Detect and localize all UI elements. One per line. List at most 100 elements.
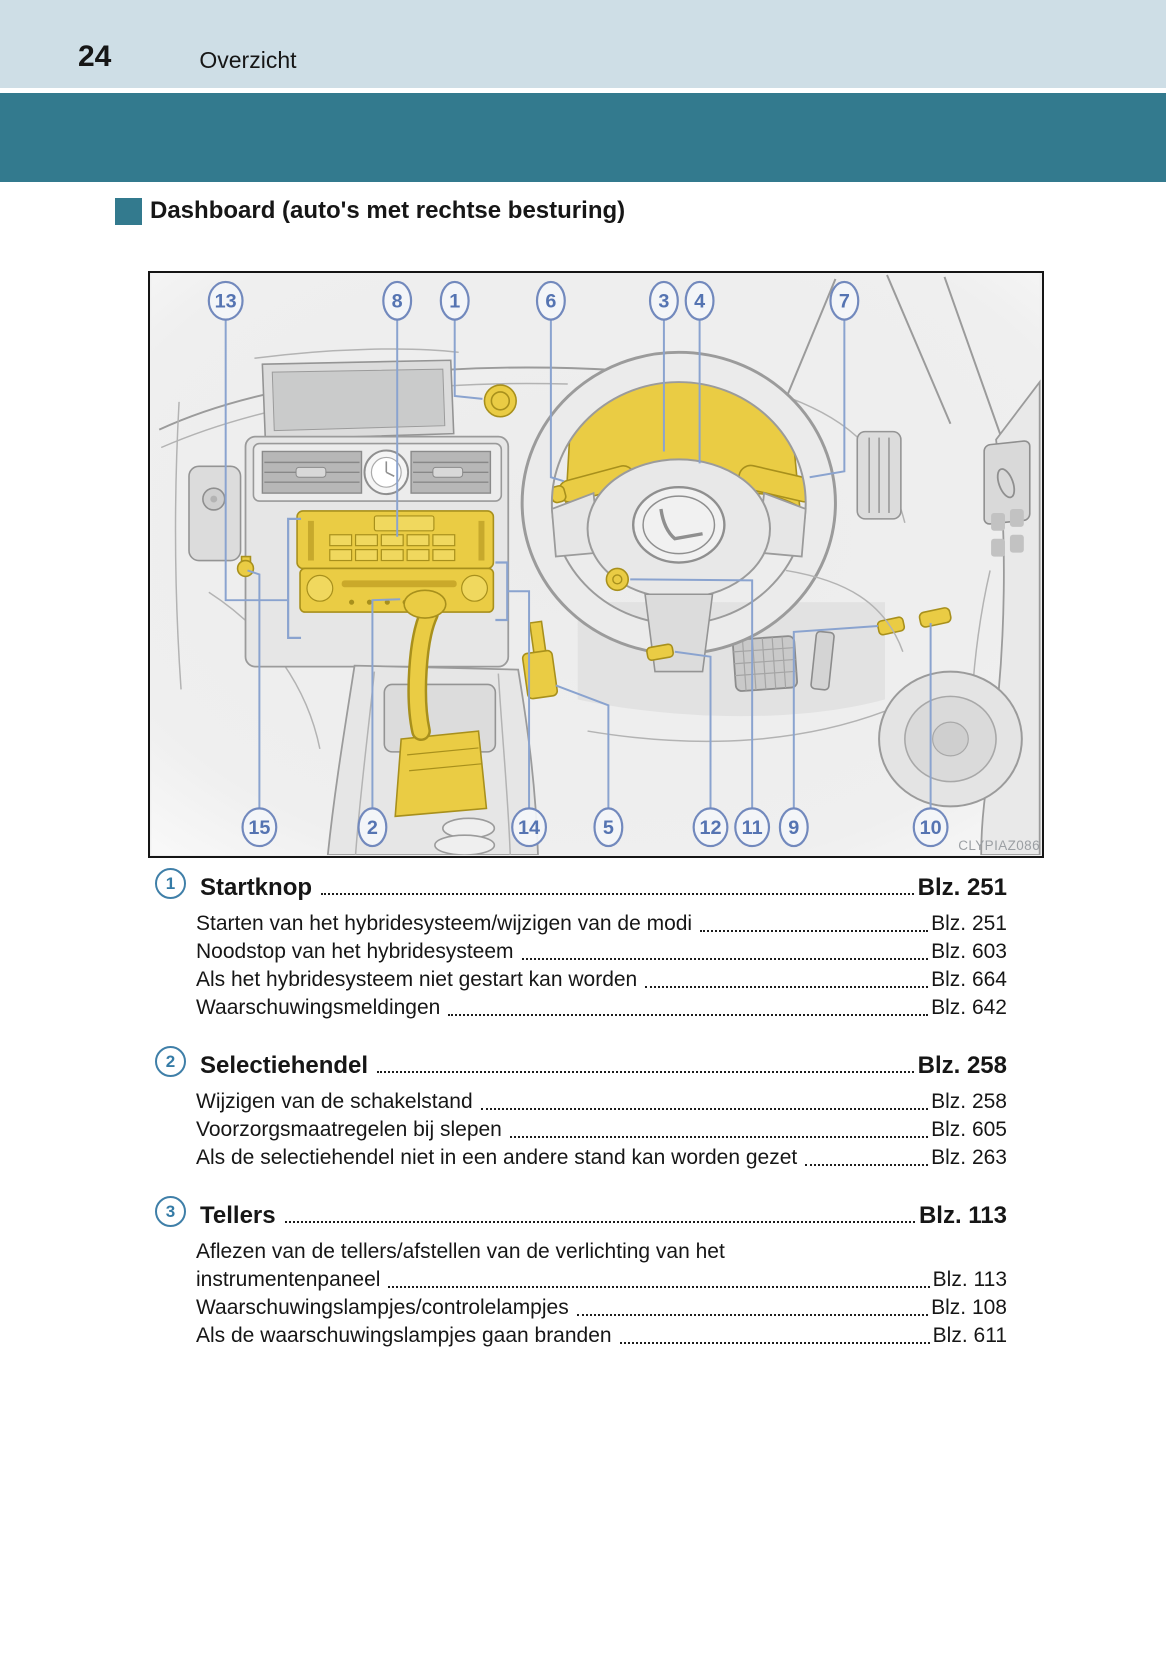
figure-code: CLYPIAZ086: [958, 838, 1040, 853]
shift-lever-highlight: [394, 589, 488, 818]
dot-leader: [284, 1221, 915, 1223]
callout-8: 8: [382, 280, 413, 537]
chapter-title: Overzicht: [199, 46, 297, 73]
analog-clock: [363, 449, 410, 496]
svg-text:2: 2: [367, 817, 378, 839]
side-air-vent: [856, 430, 902, 520]
chapter-color-band: [0, 93, 1166, 182]
accelerator-pedal: [810, 630, 835, 691]
item-number-badge: 2: [155, 1046, 186, 1077]
callout-3: 3: [648, 280, 679, 452]
brake-pedal: [732, 635, 798, 692]
callout-10: 10: [912, 622, 949, 848]
door-speaker: [878, 670, 1023, 808]
toc-sub-entry: Aflezen van de tellers/afstellen van de …: [196, 1240, 725, 1263]
dot-leader: [645, 986, 929, 988]
page-ref: Blz. 664: [931, 968, 1007, 991]
knee-bolster-line: [785, 569, 904, 652]
callout-13: 13: [207, 280, 288, 602]
section-heading-title: Dashboard (auto's met rechtse besturing): [150, 197, 626, 224]
callout-1: 1: [439, 280, 483, 400]
toc-head: 1 Startknop Blz. 251: [155, 868, 1007, 901]
item-number-badge: 3: [155, 1196, 186, 1227]
toc-sub-entry: Als het hybridesysteem niet gestart kan …: [155, 966, 1007, 994]
toc-sub-entry: Noodstop van het hybridesysteem Blz. 603: [155, 938, 1007, 966]
svg-text:14: 14: [518, 817, 540, 839]
toc-sub-entry: instrumentenpaneel Blz. 113: [155, 1266, 1007, 1294]
callout-11: 11: [630, 578, 771, 848]
page-ref: Blz. 603: [931, 940, 1007, 963]
callout-7: 7: [809, 280, 860, 479]
toc-title: Selectiehendel: [200, 1051, 369, 1079]
callout-9: 9: [778, 624, 879, 848]
callout-2: 2: [357, 598, 401, 848]
toc-sub-entry: Waarschuwingslampjes/controlelampjes Blz…: [155, 1294, 1007, 1322]
dash-side-panel: [188, 465, 242, 562]
toc-head: 3 Tellers Blz. 113: [155, 1196, 1007, 1229]
toc-head: 2 Selectiehendel Blz. 258: [155, 1046, 1007, 1079]
svg-text:15: 15: [248, 817, 270, 839]
navigation-screen: [254, 348, 459, 441]
page-ref: Blz. 611: [932, 1324, 1007, 1347]
door-panel: [878, 379, 1041, 855]
column-knob-highlight: [605, 567, 630, 592]
column-switch-highlight: [646, 643, 675, 661]
parking-brake-pedal-highlight: [521, 620, 559, 700]
dot-leader: [805, 1164, 929, 1166]
dot-leader: [388, 1286, 930, 1288]
page-ref: Blz. 642: [931, 996, 1007, 1019]
toc-sub-entry: Als de selectiehendel niet in een andere…: [155, 1144, 1007, 1172]
lexus-emblem: [631, 485, 726, 564]
dot-leader: [448, 1014, 929, 1016]
toc-item-selectiehendel: 2 Selectiehendel Blz. 258 Wijzigen van d…: [155, 1046, 1007, 1172]
toc-sub-entry: Als de waarschuwingslampjes gaan branden…: [155, 1322, 1007, 1350]
svg-text:9: 9: [788, 817, 799, 839]
dot-leader: [576, 1314, 929, 1316]
callout-12: 12: [674, 650, 729, 848]
page-ref: Blz. 605: [931, 1118, 1007, 1141]
dot-leader: [480, 1108, 929, 1110]
dot-leader: [321, 893, 914, 895]
svg-text:1: 1: [449, 291, 460, 313]
callout-15: 15: [241, 569, 278, 848]
bracket-13: [287, 517, 302, 639]
svg-text:13: 13: [215, 291, 237, 313]
toc-item-startknop: 1 Startknop Blz. 251 Starten van het hyb…: [155, 868, 1007, 1022]
dot-leader: [521, 958, 929, 960]
door-handle: [996, 468, 1016, 499]
toc-sub-entry: Starten van het hybridesysteem/wijzigen …: [155, 910, 1007, 938]
dot-leader: [700, 930, 929, 932]
climate-control-highlight: [296, 510, 495, 570]
dot-leader: [619, 1342, 930, 1344]
window-switches: [983, 440, 1031, 557]
page-ref: Blz. 113: [932, 1268, 1007, 1291]
svg-text:11: 11: [742, 817, 763, 839]
dot-leader: [509, 1136, 929, 1138]
svg-text:12: 12: [699, 817, 721, 839]
callout-5: 5: [555, 684, 624, 848]
contents-list: 1 Startknop Blz. 251 Starten van het hyb…: [155, 868, 1007, 1350]
callout-6: 6: [535, 280, 566, 483]
page-ref: Blz. 108: [931, 1296, 1007, 1319]
lower-dash-switch-right-highlight: [918, 607, 952, 628]
page-ref: Blz. 258: [917, 1051, 1007, 1079]
section-heading: Dashboard (auto's met rechtse besturing): [115, 197, 625, 225]
toc-sub-entry: Waarschuwingsmeldingen Blz. 642: [155, 994, 1007, 1022]
page-ref: Blz. 258: [931, 1090, 1007, 1113]
heading-bullet-square: [115, 197, 142, 225]
svg-text:7: 7: [839, 291, 850, 313]
toc-sub-entry: Wijzigen van de schakelstand Blz. 258: [155, 1088, 1007, 1116]
page-ref: Blz. 251: [917, 873, 1007, 901]
svg-text:6: 6: [545, 291, 556, 313]
toc-title: Tellers: [200, 1201, 276, 1229]
lower-dash-switch-left-highlight: [876, 616, 906, 636]
page-ref: Blz. 113: [918, 1201, 1007, 1229]
page-ref: Blz. 251: [931, 912, 1007, 935]
page-ref: Blz. 263: [931, 1146, 1007, 1169]
audio-panel-highlight: [299, 567, 495, 613]
item-number-badge: 1: [155, 868, 186, 899]
callout-14: 14: [507, 590, 548, 848]
